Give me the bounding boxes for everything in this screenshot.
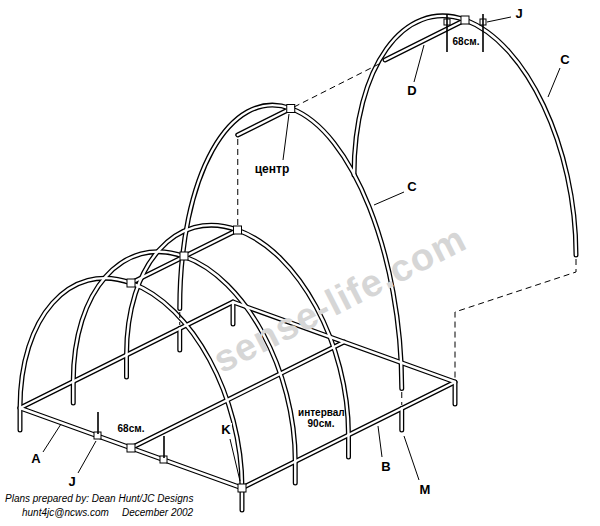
credit-text: December 2002: [122, 507, 193, 518]
leader-line: [78, 441, 96, 473]
part-letter: J: [514, 7, 523, 21]
part-letter: B: [380, 460, 391, 474]
leader-lines: [43, 17, 560, 481]
leader-line: [283, 114, 289, 160]
leader-line: [487, 17, 511, 22]
dimension-ticks: [98, 14, 483, 458]
tee-joint: [180, 252, 188, 260]
spacing-label: интервал 90см.: [298, 407, 344, 429]
tee-joint: [234, 226, 242, 234]
tee-joint: [461, 16, 469, 24]
tee-joint: [238, 484, 246, 492]
leader-line: [404, 436, 419, 480]
part-letter: M: [419, 483, 432, 497]
tube-outline: [20, 16, 576, 510]
leader-line: [230, 439, 240, 481]
leader-line: [378, 426, 382, 457]
assembly-dash: [401, 392, 402, 405]
assembly-dashes: [180, 63, 576, 405]
tee-joint: [127, 444, 135, 452]
leader-line: [548, 68, 560, 97]
assembly-dash: [179, 312, 180, 325]
part-letter: C: [406, 180, 417, 194]
tee-joint: [127, 279, 135, 287]
leader-line: [414, 45, 424, 82]
watermark: sense-life.com: [207, 218, 474, 381]
part-letter: A: [30, 452, 41, 466]
assembly-dash: [237, 139, 238, 226]
tube-fill: [20, 16, 576, 510]
credit-text: Plans prepared by: Dean Hunt/JC Designs: [5, 493, 193, 504]
tee-joint: [287, 105, 295, 113]
part-letter: K: [220, 423, 231, 437]
dimension-label: 68см.: [452, 36, 481, 47]
assembly-dash: [294, 63, 381, 107]
leader-line: [43, 424, 61, 452]
tee-joints: [94, 16, 486, 492]
dimension-tick: [98, 412, 164, 458]
dimension-label: 68см.: [117, 423, 146, 434]
part-letter: C: [559, 53, 570, 67]
dimension-tick: [447, 14, 483, 52]
credit-text: hunt4jc@ncws.com: [22, 507, 109, 518]
center-label: центр: [254, 163, 291, 176]
part-letter: D: [406, 84, 417, 98]
leader-line: [374, 192, 404, 205]
assembly-dash: [455, 259, 576, 378]
part-letter: J: [67, 475, 76, 489]
